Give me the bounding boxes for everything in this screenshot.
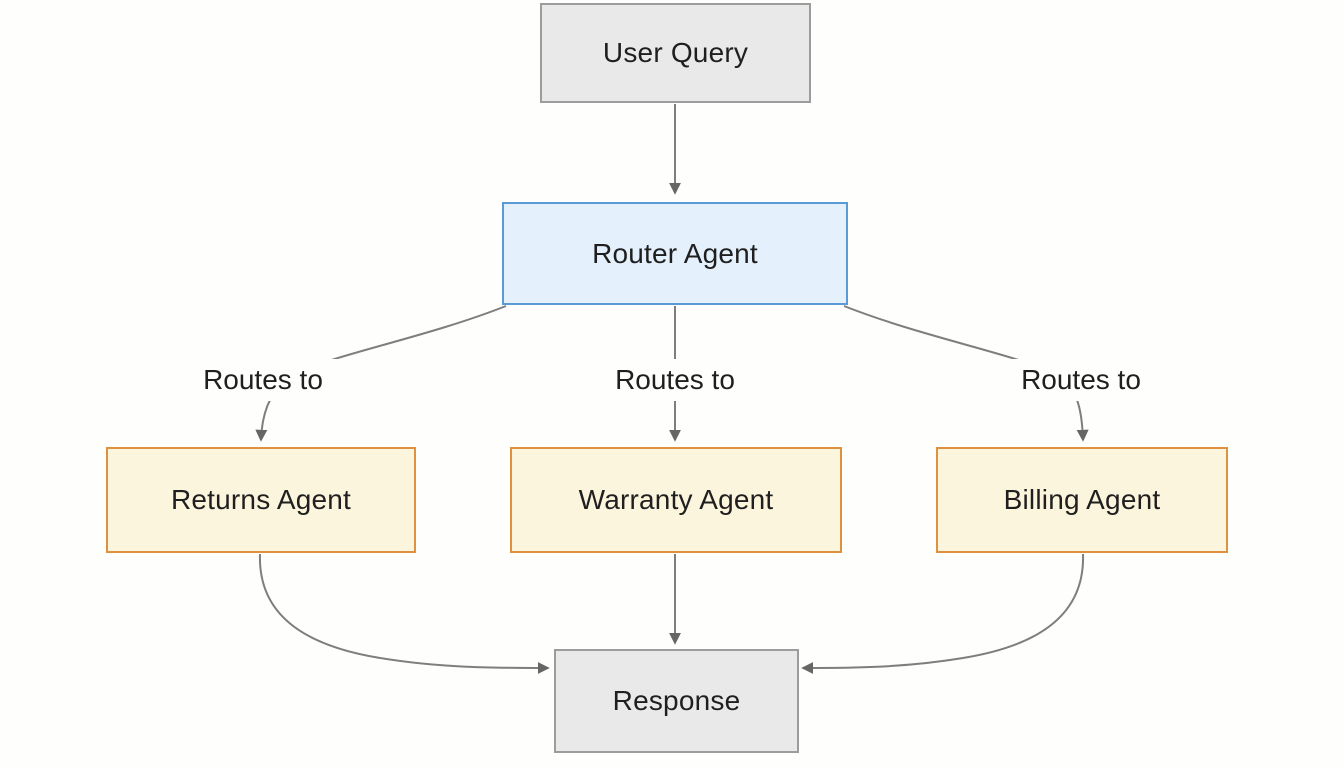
edge-label-routes-to-left: Routes to	[188, 359, 338, 401]
node-billing-agent: Billing Agent	[936, 447, 1228, 553]
node-router-agent: Router Agent	[502, 202, 848, 305]
node-user-query: User Query	[540, 3, 811, 103]
node-router-agent-label: Router Agent	[592, 237, 758, 269]
node-warranty-agent: Warranty Agent	[510, 447, 842, 553]
node-user-query-label: User Query	[602, 37, 749, 68]
edge-label-routes-to-middle: Routes to	[600, 359, 750, 401]
edge-label-routes-to-right: Routes to	[1006, 359, 1156, 401]
edge-billing-agent-to-response	[801, 553, 1085, 674]
node-returns-agent: Returns Agent	[106, 447, 416, 553]
node-billing-agent-label: Billing Agent	[1003, 484, 1161, 515]
node-returns-agent-label: Returns Agent	[170, 484, 352, 515]
edge-returns-agent-to-response	[258, 553, 550, 674]
node-warranty-agent-label: Warranty Agent	[578, 484, 774, 515]
node-response: Response	[554, 649, 799, 753]
node-response-label: Response	[612, 685, 741, 716]
